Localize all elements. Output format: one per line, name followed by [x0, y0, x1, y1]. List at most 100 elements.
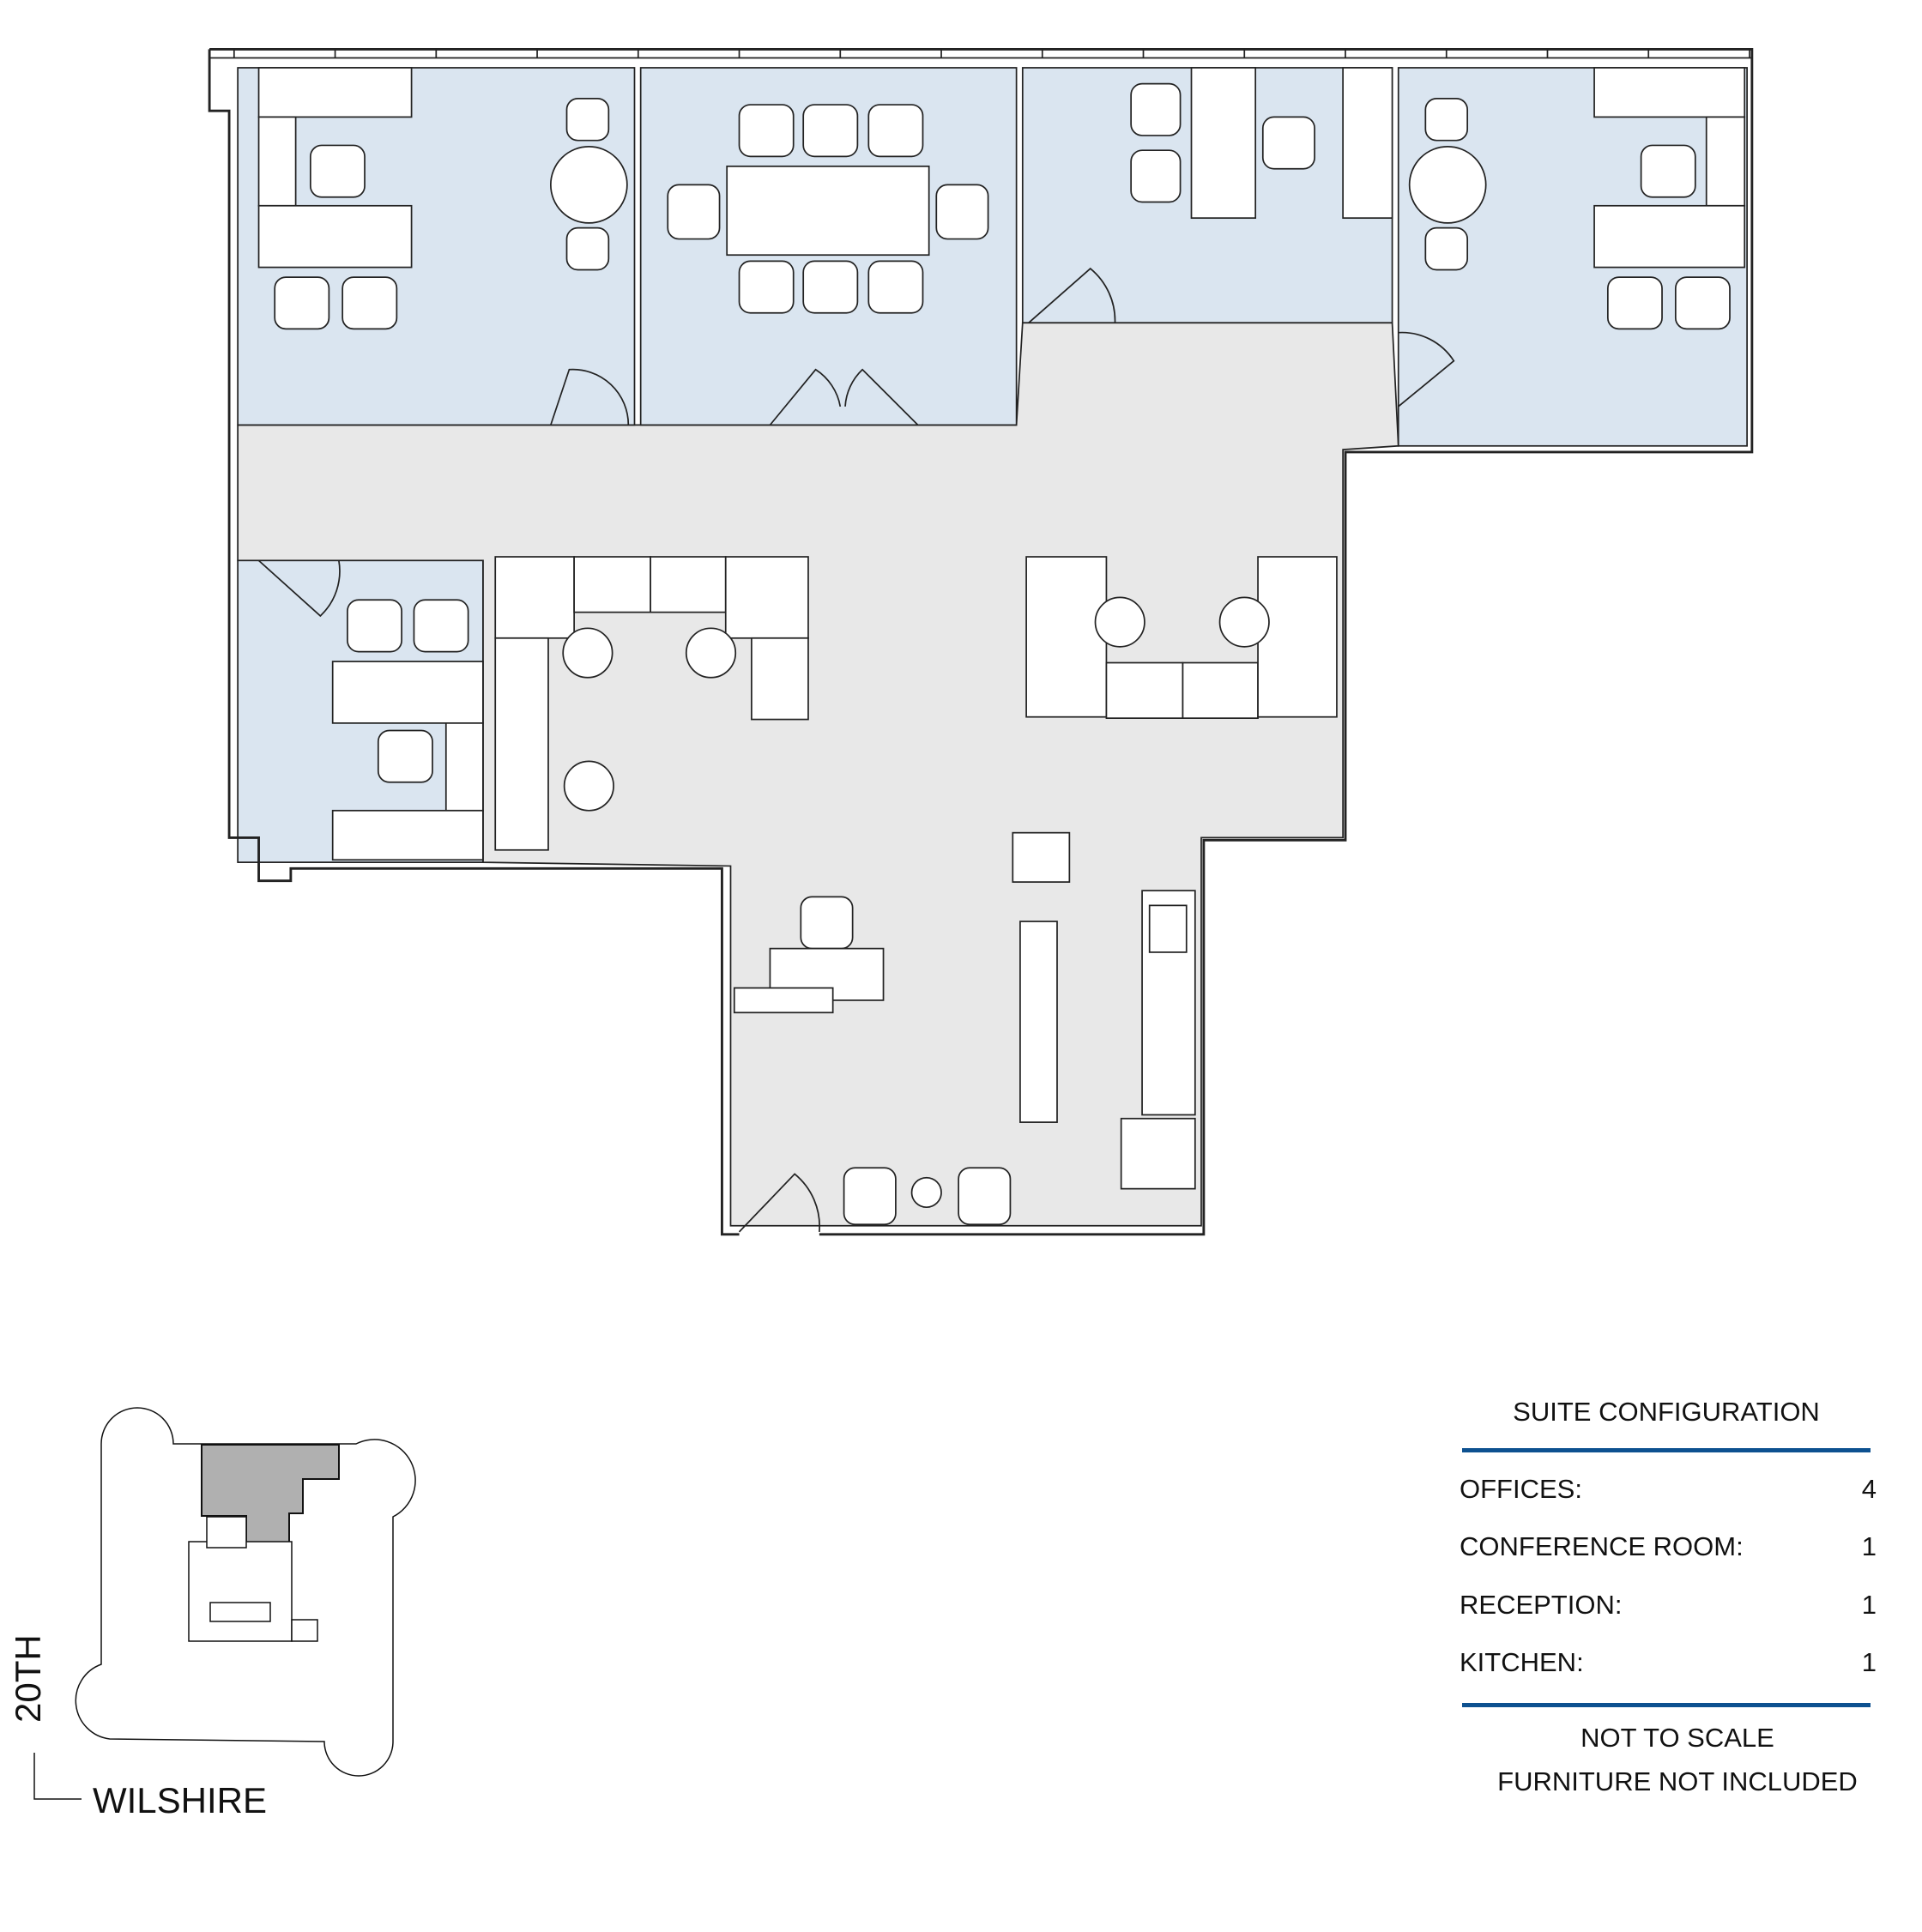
workstation: [724, 556, 809, 639]
chair: [802, 104, 859, 158]
legend-value: 1: [1861, 1531, 1877, 1561]
chair: [1424, 98, 1469, 142]
doors: [257, 267, 1455, 1233]
reception-counter: [733, 987, 834, 1014]
chair: [802, 260, 859, 314]
door-entry: [738, 1173, 820, 1233]
chair: [274, 276, 330, 330]
legend-label: CONFERENCE ROOM:: [1460, 1531, 1744, 1561]
workstation: [1105, 661, 1184, 719]
desk: [1190, 67, 1257, 220]
exterior-wall: [208, 49, 740, 1236]
sink: [1148, 904, 1188, 953]
legend-row-conference: CONFERENCE ROOM: 1: [1460, 1533, 1877, 1560]
chair: [843, 1167, 897, 1226]
legend-row-offices: OFFICES: 4: [1460, 1476, 1877, 1502]
door-office-1: [550, 368, 630, 426]
door-office-4: [257, 559, 341, 618]
workstation: [573, 556, 652, 613]
workstation: [1182, 661, 1259, 719]
chair: [867, 104, 924, 158]
desk-return: [444, 722, 484, 812]
chair: [1674, 276, 1731, 330]
workstation: [494, 637, 549, 851]
furniture: [257, 67, 1746, 1226]
workstation: [494, 556, 575, 639]
legend-value: 1: [1861, 1647, 1877, 1677]
legend-value: 4: [1861, 1474, 1877, 1504]
legend-label: RECEPTION:: [1460, 1590, 1623, 1620]
round-table: [549, 146, 628, 224]
chair: [667, 184, 721, 240]
legend-label: OFFICES:: [1460, 1474, 1582, 1504]
credenza: [1342, 67, 1393, 220]
task-chair: [1094, 596, 1145, 648]
street-label-20th: 20TH: [8, 1634, 48, 1723]
chair: [1130, 82, 1182, 136]
door-office-3: [1398, 331, 1455, 408]
chair: [800, 896, 854, 950]
chair: [958, 1167, 1012, 1226]
chair: [413, 599, 469, 653]
desk: [257, 204, 413, 269]
legend-rule-bottom: [1462, 1703, 1871, 1707]
stair: [206, 1516, 247, 1549]
task-chair: [563, 760, 614, 812]
elevator-bank: [209, 1602, 271, 1622]
legend-title: SUITE CONFIGURATION: [1513, 1397, 1820, 1427]
credenza: [257, 67, 413, 118]
desk-return: [1705, 116, 1746, 207]
door-office-2: [1028, 267, 1116, 323]
conference-table: [726, 165, 930, 257]
chair: [1606, 276, 1663, 330]
note-furniture: FURNITURE NOT INCLUDED: [1497, 1766, 1858, 1796]
credenza: [1593, 67, 1746, 118]
stair: [291, 1619, 318, 1642]
round-table: [1408, 146, 1487, 224]
legend-row-kitchen: KITCHEN: 1: [1460, 1649, 1877, 1675]
chair: [1640, 144, 1696, 198]
credenza: [331, 809, 484, 861]
desk-return: [257, 116, 297, 207]
legend-rule-top: [1462, 1448, 1871, 1452]
chair: [565, 226, 610, 271]
refrigerator: [1120, 1117, 1196, 1190]
workstation: [751, 637, 809, 721]
chair: [738, 260, 795, 314]
chair: [565, 98, 610, 142]
building-core: [188, 1541, 293, 1642]
note-not-to-scale: NOT TO SCALE: [1581, 1723, 1774, 1753]
chair: [1130, 149, 1182, 203]
task-chair: [562, 627, 613, 679]
side-table: [910, 1176, 942, 1209]
chair: [935, 184, 989, 240]
kitchen-counter: [1019, 921, 1058, 1123]
chair: [1261, 116, 1315, 170]
door-conference-left: [769, 368, 842, 426]
task-chair: [1218, 596, 1270, 648]
chair: [867, 260, 924, 314]
suite-plan: [208, 48, 1754, 1236]
task-chair: [685, 627, 737, 679]
street-label-wilshire: WILSHIRE: [93, 1780, 268, 1820]
chair: [347, 599, 402, 653]
workstation: [1025, 556, 1108, 718]
suite-location: [201, 1444, 340, 1549]
chair: [341, 276, 398, 330]
workstation: [650, 556, 727, 613]
door-conference-right: [844, 368, 919, 426]
chair: [309, 144, 366, 198]
desk: [1593, 204, 1746, 269]
exterior-wall: [209, 48, 1754, 1236]
desk: [331, 661, 484, 724]
chair: [377, 729, 433, 783]
chair: [1424, 226, 1469, 271]
key-plan: [33, 1407, 416, 1800]
legend-label: KITCHEN:: [1460, 1647, 1584, 1677]
legend-value: 1: [1861, 1590, 1877, 1620]
closet: [1012, 831, 1071, 883]
workstation: [1257, 556, 1338, 718]
legend-row-reception: RECEPTION: 1: [1460, 1591, 1877, 1618]
chair: [738, 104, 795, 158]
